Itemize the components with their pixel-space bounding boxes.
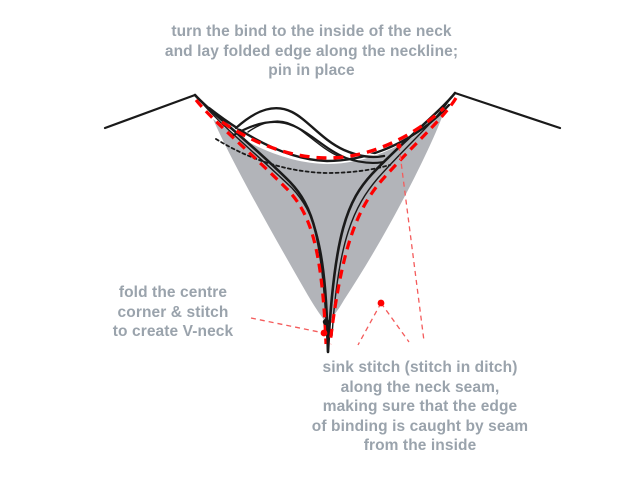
red-stitch-line-right-v xyxy=(328,97,458,345)
leader-line-fold-centre xyxy=(250,317,325,334)
red-stitch-line-left-v xyxy=(194,99,328,345)
marker-dot-sink-stitch xyxy=(377,299,385,307)
marker-dot-fold-centre xyxy=(320,329,328,337)
caption-sink-stitch: sink stitch (stitch in ditch) along the … xyxy=(311,359,529,454)
marker-dot-neckline xyxy=(396,143,402,149)
caption-fold-the-centre: fold the centre corner & stitch to creat… xyxy=(112,284,234,340)
leader-line-sink-stitch-right xyxy=(380,302,410,343)
caption-turn-the-bind: turn the bind to the inside of the neck … xyxy=(164,23,459,79)
red-stitch-line-neckline xyxy=(221,106,446,160)
basting-stitch-dotted-line xyxy=(215,138,391,174)
shoulder-line-left xyxy=(103,93,197,130)
binding-fold-upper-edge xyxy=(234,106,386,159)
neckline-seam-line xyxy=(207,103,451,163)
binding-inner-edge-left xyxy=(198,98,329,337)
binding-inner-edge-right xyxy=(331,96,452,337)
shoulder-line-right xyxy=(453,91,562,130)
leader-line-sink-stitch-upper xyxy=(398,145,425,342)
marker-dot-v-point xyxy=(322,318,330,326)
centre-fold-tick xyxy=(325,320,330,354)
binding-fold-inner-crease xyxy=(247,120,341,158)
leader-line-sink-stitch-left xyxy=(357,302,382,346)
